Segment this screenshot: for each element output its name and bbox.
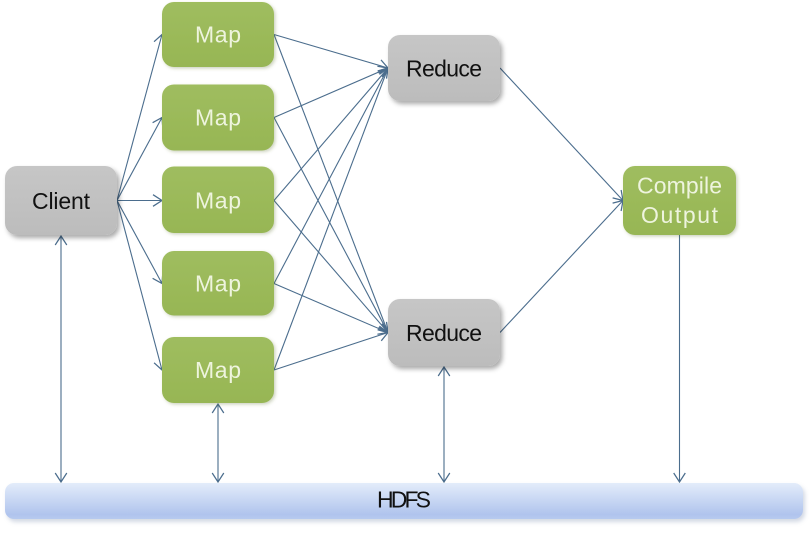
svg-text:Reduce: Reduce <box>406 320 482 346</box>
svg-text:Client: Client <box>32 188 91 214</box>
svg-text:Map: Map <box>195 105 241 131</box>
svg-text:Map: Map <box>195 357 241 383</box>
svg-text:Output: Output <box>641 202 719 228</box>
svg-text:Map: Map <box>195 22 241 48</box>
svg-text:HDFS: HDFS <box>377 487 431 513</box>
svg-text:Compile: Compile <box>637 173 722 199</box>
svg-text:Map: Map <box>195 188 241 214</box>
svg-text:Map: Map <box>195 271 241 297</box>
svg-text:Reduce: Reduce <box>406 56 482 82</box>
